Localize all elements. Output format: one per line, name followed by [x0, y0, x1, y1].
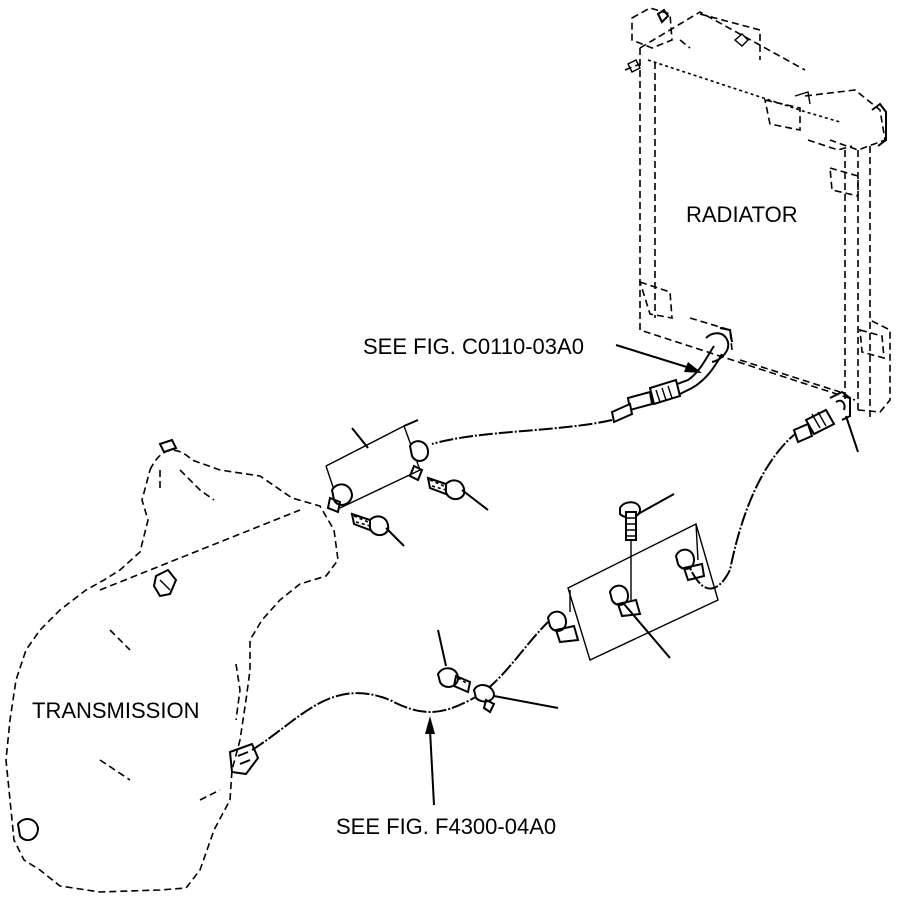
- upper-bolts: [350, 476, 489, 547]
- transmission: [5, 438, 339, 893]
- left-upper-clip-assembly: [325, 419, 430, 514]
- reference-label-upper: SEE FIG. C0110-03A0: [363, 334, 584, 359]
- radiator-label: RADIATOR: [686, 202, 798, 227]
- transmission-label: TRANSMISSION: [32, 698, 199, 723]
- upper-hose-assembly: [431, 345, 723, 445]
- lower-bolt-and-clip: [436, 629, 559, 714]
- lower-right-clip-assembly: [546, 493, 719, 661]
- reference-arrow-upper: [615, 344, 702, 373]
- reference-label-lower: SEE FIG. F4300-04A0: [336, 814, 556, 839]
- lower-hose-assembly: [251, 408, 859, 751]
- reference-arrow-lower: [425, 716, 435, 806]
